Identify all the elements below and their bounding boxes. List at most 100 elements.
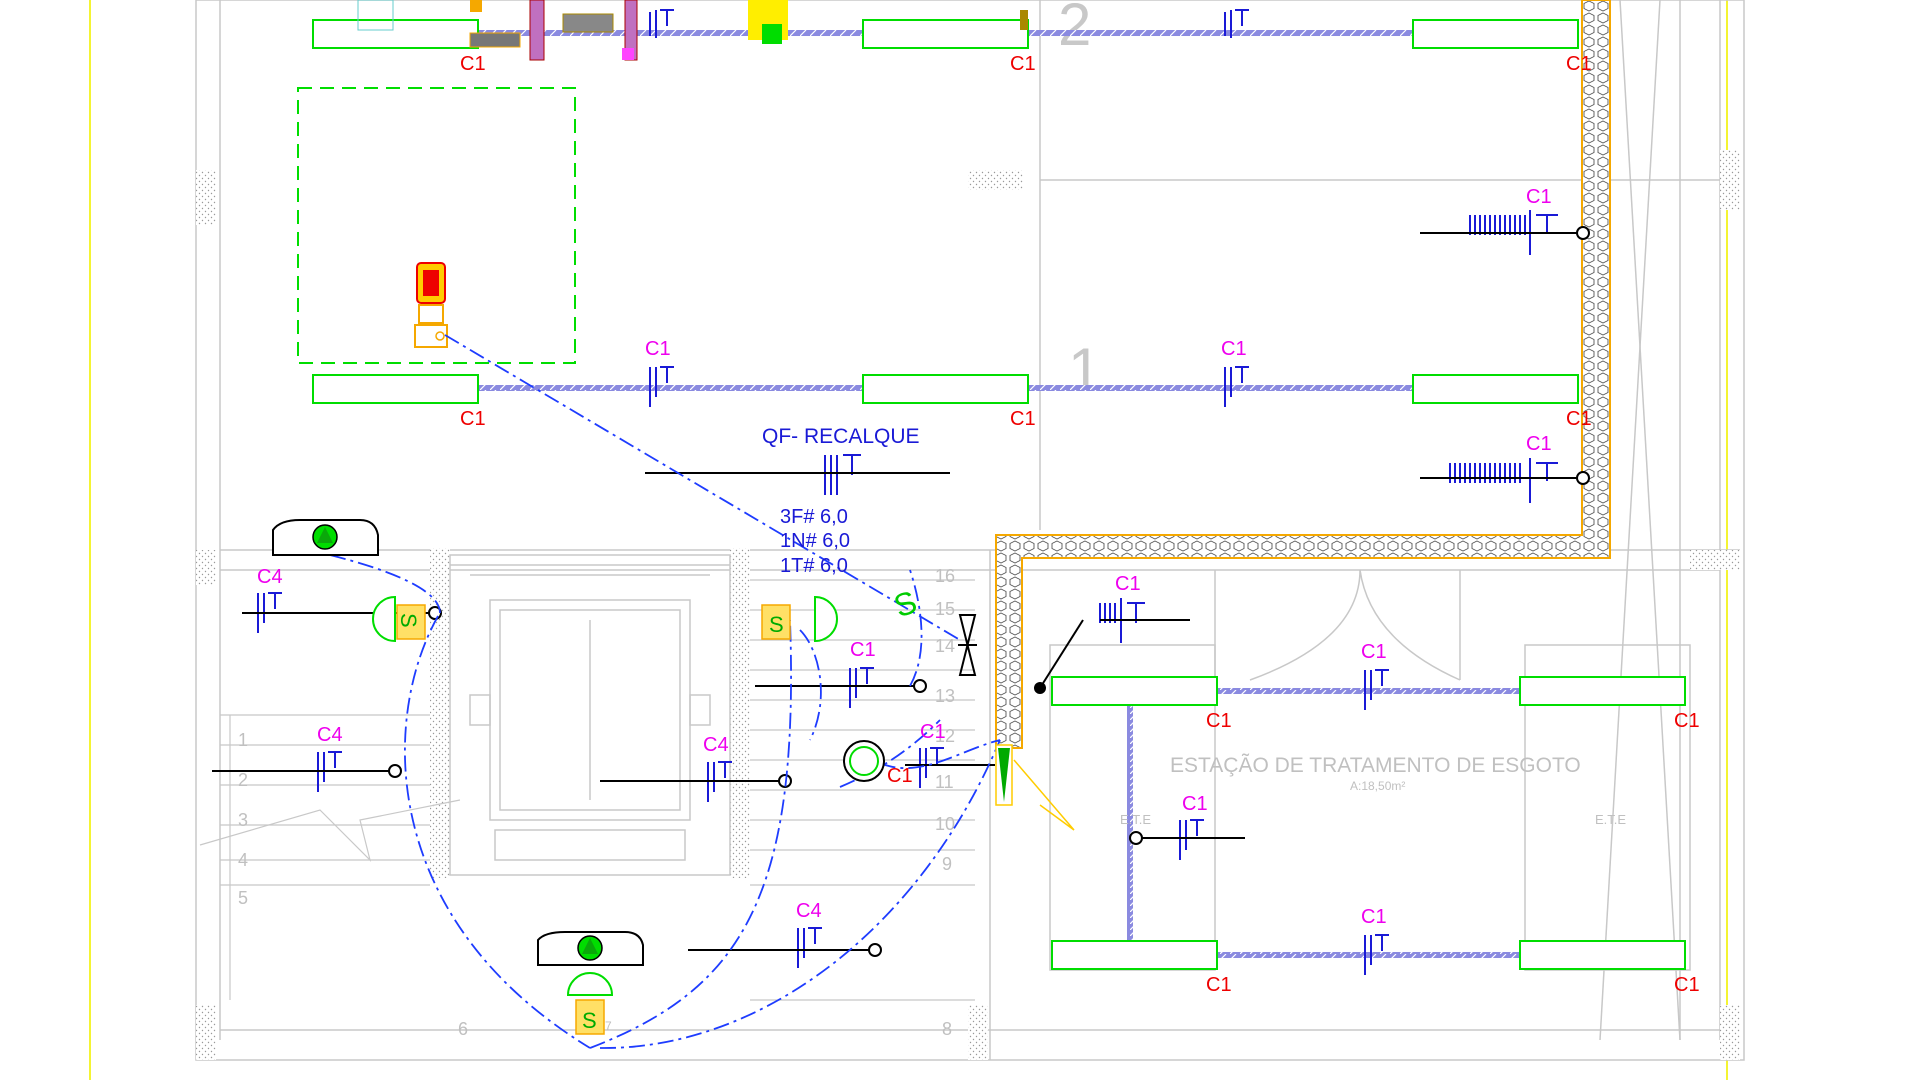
- circuit-tag: C4: [317, 724, 343, 746]
- ceiling-fan-icon: [843, 740, 885, 782]
- step-num: 13: [935, 686, 955, 706]
- zone-number: 2: [1058, 0, 1091, 58]
- circuit-tags-magenta: C1 C1 C1 C1 C1 C1 C1 C1 C1 C1 C4 C4 C4 C…: [257, 186, 1552, 928]
- luminaire-icon: [1051, 676, 1218, 706]
- conductor-symbols: [257, 9, 1558, 975]
- luminaire-icon: [1519, 940, 1686, 970]
- luminaire-icon: [312, 19, 479, 49]
- circuit-tag: C1: [460, 53, 486, 75]
- spot-light-icon: S: [761, 595, 838, 643]
- panel-label: QF- RECALQUE: [762, 425, 920, 448]
- step-num: 11: [935, 772, 954, 792]
- sensor-label: S: [582, 1008, 597, 1033]
- luminaire-icon: [1051, 940, 1218, 970]
- valve-icon: [958, 614, 977, 676]
- stairs-left: [199, 714, 461, 1000]
- spot-lights: S S S: [372, 595, 838, 1035]
- wire-spec: 1T# 6,0: [780, 555, 848, 577]
- junction-box-icon: [913, 679, 927, 693]
- wire-spec: 3F# 6,0: [780, 506, 848, 528]
- junction-box-icon: [388, 764, 402, 778]
- circuit-tag: C1: [920, 721, 946, 743]
- circuit-tag: C4: [703, 734, 729, 756]
- circuit-tag: C1: [1566, 408, 1592, 430]
- step-num: 5: [238, 888, 248, 908]
- circuit-tag: C1: [1566, 53, 1592, 75]
- spot-light-icon: S: [566, 972, 614, 1035]
- circuit-tag: C1: [1010, 408, 1036, 430]
- step-num: 9: [942, 854, 952, 874]
- stair-numbers: 1 2 3 4 5 16 15 14 13 12 11 10 9 6 8 7: [238, 566, 955, 1039]
- architectural-walls: [195, 0, 1745, 1061]
- circuit-tag: C4: [796, 900, 822, 922]
- step-num: 16: [935, 566, 955, 586]
- circuit-tag: C1: [1206, 974, 1232, 996]
- step-num: 1: [238, 730, 248, 750]
- room-area: A:18,50m²: [1350, 779, 1405, 793]
- circuit-tag: C1: [1361, 906, 1387, 928]
- step-num: 12: [935, 726, 955, 746]
- step-num: 4: [238, 850, 248, 870]
- circuit-tag: C1: [887, 765, 913, 787]
- step-num: 7: [605, 1019, 612, 1033]
- sensor-label: S: [769, 612, 784, 637]
- step-num: 8: [942, 1019, 952, 1039]
- junction-box-icon: [778, 774, 792, 788]
- spot-light-icon: S: [372, 595, 426, 643]
- circuit-tag: C1: [1115, 573, 1141, 595]
- circuit-tag: C1: [1221, 338, 1247, 360]
- circuit-tag: C1: [1674, 974, 1700, 996]
- junction-box-icon: [1576, 471, 1590, 485]
- room-title: ESTAÇÃO DE TRATAMENTO DE ESGOTO: [1170, 753, 1581, 777]
- step-num: 10: [935, 814, 955, 834]
- step-num: 2: [238, 770, 248, 790]
- circuit-tag: C1: [850, 639, 876, 661]
- elevator-shaft: [449, 554, 731, 876]
- junction-box-icon: [1129, 831, 1143, 845]
- emergency-lights: [272, 519, 644, 966]
- step-num: 6: [458, 1019, 468, 1039]
- circuit-tag: C1: [1526, 433, 1552, 455]
- circuit-tag: C1: [1361, 641, 1387, 663]
- emergency-light-icon: [272, 519, 379, 556]
- gravel-border: [995, 0, 1611, 749]
- junction-box-icon: [868, 943, 882, 957]
- conduits: [477, 30, 1520, 958]
- circuit-tag: C1: [645, 338, 671, 360]
- emergency-light-icon: [537, 931, 644, 966]
- top-devices: [357, 0, 1028, 61]
- luminaire-icon: [1412, 19, 1579, 49]
- circuit-tag: C4: [257, 566, 283, 588]
- door-swing-icon: [995, 744, 1075, 831]
- step-num: 3: [238, 810, 248, 830]
- pump-area: [297, 87, 576, 364]
- junction-box-icon: [1034, 682, 1046, 694]
- room-tag: E.T.E: [1120, 812, 1151, 827]
- wire-spec: 1N# 6,0: [780, 530, 850, 552]
- hatched-walls: [196, 150, 1740, 1060]
- dashdot-conduits: [329, 334, 1001, 1049]
- luminaire-icon: [862, 19, 1029, 49]
- luminaires: [312, 19, 1686, 970]
- junction-box-icon: [1576, 226, 1590, 240]
- circuit-tag: C1: [1526, 186, 1552, 208]
- switch-icon: S: [889, 583, 921, 624]
- luminaire-icon: [312, 374, 479, 404]
- circuit-tag: C1: [1182, 793, 1208, 815]
- room-tag: E.T.E: [1595, 812, 1626, 827]
- junction-boxes: [388, 226, 1590, 957]
- luminaire-icon: [1519, 676, 1686, 706]
- circuit-tags-c1-red: C1 C1 C1 C1 C1 C1 C1 C1 C1 C1 C1: [460, 53, 1700, 996]
- zone-number: 1: [1068, 336, 1101, 403]
- sensor-label: S: [396, 613, 421, 628]
- circuit-tag: C1: [1674, 710, 1700, 732]
- circuit-tag: C1: [1010, 53, 1036, 75]
- luminaire-icon: [1412, 374, 1579, 404]
- motor-pump-icon: [414, 262, 448, 348]
- step-num: 15: [935, 599, 955, 619]
- luminaire-icon: [862, 374, 1029, 404]
- step-num: 14: [935, 636, 955, 656]
- circuit-tag: C1: [1206, 710, 1232, 732]
- circuit-tag: C1: [460, 408, 486, 430]
